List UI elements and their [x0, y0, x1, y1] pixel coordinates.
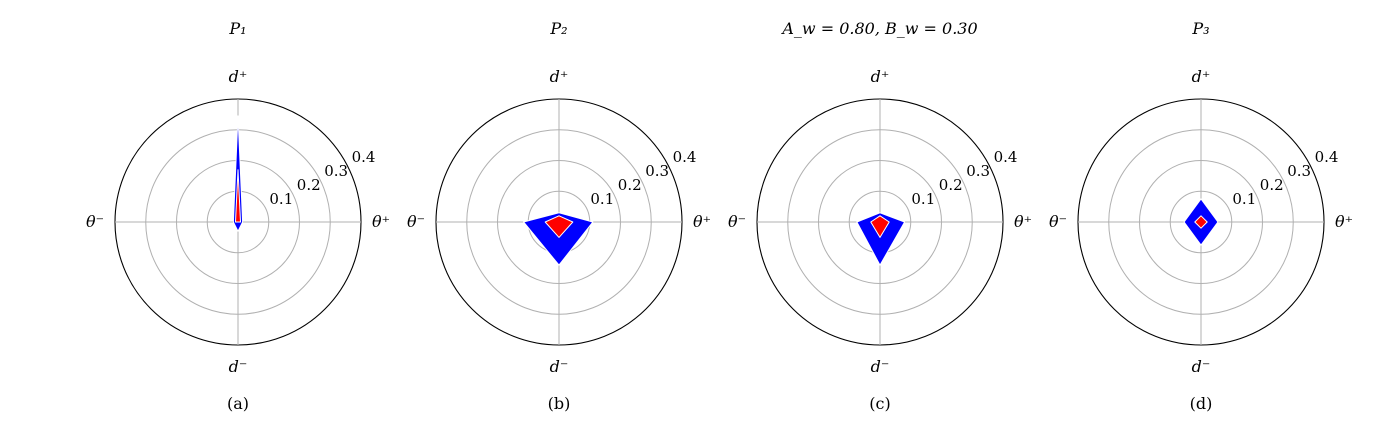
- series-inner-polygon: [544, 215, 574, 238]
- axis-label-4: θ⁻: [406, 212, 426, 231]
- axis-label-4: θ⁻: [85, 212, 105, 231]
- series-inner-polygon: [235, 169, 241, 223]
- axis-label-2: θ⁺: [1334, 212, 1354, 231]
- panel-caption: (b): [547, 394, 571, 413]
- axis-label-2: θ⁺: [692, 212, 712, 231]
- panel-title: P₃: [1192, 19, 1210, 38]
- radar-panel-3: 0.10.20.30.4: [756, 98, 1018, 346]
- axis-label-2: θ⁺: [1013, 212, 1033, 231]
- panel-caption: (c): [869, 394, 891, 413]
- series-inner-polygon: [870, 215, 890, 238]
- radar-panel-4: 0.10.20.30.4: [1077, 98, 1339, 346]
- series-outer-polygon: [856, 212, 906, 266]
- radial-tick-label: 0.4: [1315, 148, 1339, 166]
- radial-tick-label: 0.1: [1232, 190, 1256, 208]
- axis-label-4: θ⁻: [1048, 212, 1068, 231]
- panel-title: P₂: [550, 19, 568, 38]
- radial-tick-label: 0.3: [324, 162, 348, 180]
- radial-tick-label: 0.2: [1260, 176, 1284, 194]
- radial-tick-label: 0.4: [673, 148, 697, 166]
- radial-tick-label: 0.1: [911, 190, 935, 208]
- radar-panel-2: 0.10.20.30.4: [435, 98, 697, 346]
- radial-tick-label: 0.3: [1287, 162, 1311, 180]
- radial-tick-label: 0.2: [939, 176, 963, 194]
- axis-label-4: θ⁻: [727, 212, 747, 231]
- panel-caption: (a): [226, 394, 250, 413]
- radial-tick-label: 0.4: [352, 148, 376, 166]
- axis-label-1: d⁺: [870, 67, 890, 86]
- radial-tick-label: 0.1: [269, 190, 293, 208]
- axis-label-2: θ⁺: [371, 212, 391, 231]
- axis-label-1: d⁺: [1191, 67, 1211, 86]
- radial-tick-label: 0.2: [297, 176, 321, 194]
- panel-title: A_w = 0.80, B_w = 0.30: [782, 19, 978, 38]
- axis-label-3: d⁻: [228, 357, 248, 376]
- axis-label-3: d⁻: [870, 357, 890, 376]
- axis-label-3: d⁻: [549, 357, 569, 376]
- radial-tick-label: 0.4: [994, 148, 1018, 166]
- series-inner-polygon: [1194, 215, 1208, 229]
- series-outer-polygon: [523, 212, 594, 266]
- radar-panel-1: 0.10.20.30.4: [114, 98, 376, 346]
- axis-label-3: d⁻: [1191, 357, 1211, 376]
- radial-tick-label: 0.2: [618, 176, 642, 194]
- axis-label-1: d⁺: [228, 67, 248, 86]
- radial-tick-label: 0.3: [966, 162, 990, 180]
- panel-caption: (d): [1189, 394, 1213, 413]
- axis-label-1: d⁺: [549, 67, 569, 86]
- panel-title: P₁: [229, 19, 247, 38]
- radial-tick-label: 0.1: [590, 190, 614, 208]
- radial-tick-label: 0.3: [645, 162, 669, 180]
